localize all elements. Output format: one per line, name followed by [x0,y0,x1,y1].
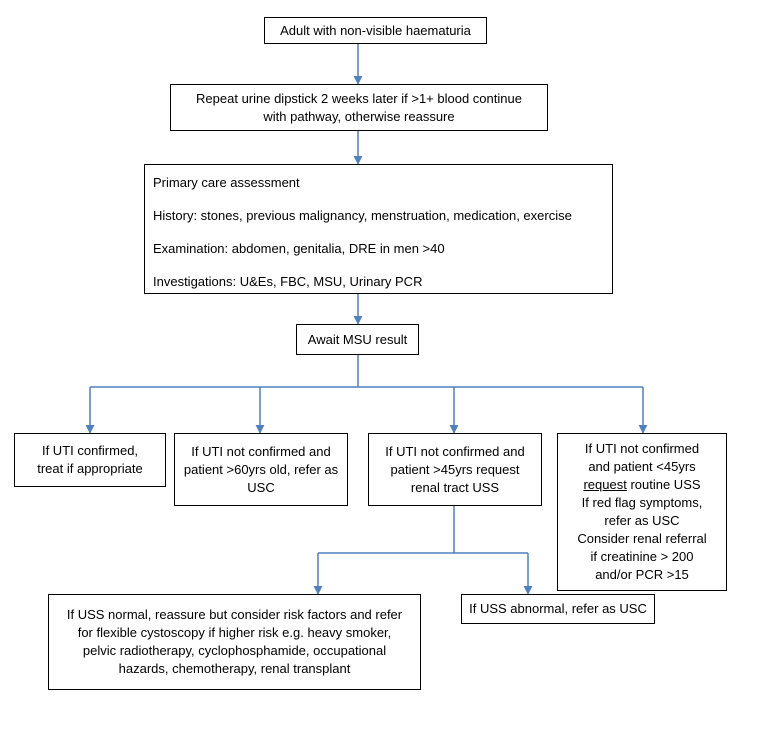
node-over-45-line-1: If UTI not confirmed and [385,443,525,459]
node-assessment-examination: Examination: abdomen, genitalia, DRE in … [153,241,445,256]
node-under-45-line-3: request routine USS [583,476,700,494]
node-uss-normal-line-2: for flexible cystoscopy if higher risk e… [77,625,392,640]
node-over-60-line-2: patient >60yrs old, refer as [183,461,339,477]
node-under-45-line-7: if creatinine > 200 [590,549,694,564]
node-over-45: If UTI not confirmed and patient >45yrs … [368,433,542,506]
node-uss-abnormal: If USS abnormal, refer as USC [461,594,655,624]
node-assessment-investigations: Investigations: U&Es, FBC, MSU, Urinary … [153,274,423,289]
node-uti-confirmed-line-2: treat if appropriate [37,461,143,476]
node-start: Adult with non-visible haematuria [264,17,487,44]
node-under-45-line-2: and patient <45yrs [588,459,696,474]
node-over-60: If UTI not confirmed and patient >60yrs … [174,433,348,506]
node-repeat-dipstick-line-2: with pathway, otherwise reassure [263,108,455,124]
node-uss-normal: If USS normal, reassure but consider ris… [48,594,421,690]
node-under-45-line-1: If UTI not confirmed [584,441,700,456]
node-assessment-history: History: stones, previous malignancy, me… [153,208,572,223]
node-uss-abnormal-text: If USS abnormal, refer as USC [469,601,647,616]
node-uti-confirmed: If UTI confirmed, treat if appropriate [14,433,166,487]
node-over-60-line-3: USC [247,479,275,495]
node-uss-normal-line-1: If USS normal, reassure but consider ris… [66,607,403,622]
node-start-text: Adult with non-visible haematuria [280,22,471,38]
node-assessment-title: Primary care assessment [153,175,300,190]
node-await-msu-text: Await MSU result [307,331,408,347]
node-uss-normal-line-3: pelvic radiotherapy, cyclophosphamide, o… [82,643,387,658]
node-over-60-line-1: If UTI not confirmed and [191,443,331,459]
node-await-msu: Await MSU result [296,324,419,355]
node-uti-confirmed-line-1: If UTI confirmed, [41,443,139,458]
node-repeat-dipstick: Repeat urine dipstick 2 weeks later if >… [170,84,548,131]
node-under-45-routine-uss: routine USS [626,477,701,492]
node-under-45-request-word: request [583,477,627,492]
node-over-45-line-2: patient >45yrs request [390,461,520,477]
node-primary-care-assessment: Primary care assessment History: stones,… [144,164,613,294]
node-over-45-line-3: renal tract USS [410,479,500,495]
node-under-45: If UTI not confirmed and patient <45yrs … [557,433,727,591]
node-under-45-line-5: refer as USC [604,513,680,528]
node-repeat-dipstick-line-1: Repeat urine dipstick 2 weeks later if >… [196,90,522,106]
node-under-45-line-8: and/or PCR >15 [595,567,689,582]
node-under-45-line-4: If red flag symptoms, [581,495,703,510]
node-under-45-line-6: Consider renal referral [577,531,707,546]
node-uss-normal-line-4: hazards, chemotherapy, renal transplant [118,661,351,676]
